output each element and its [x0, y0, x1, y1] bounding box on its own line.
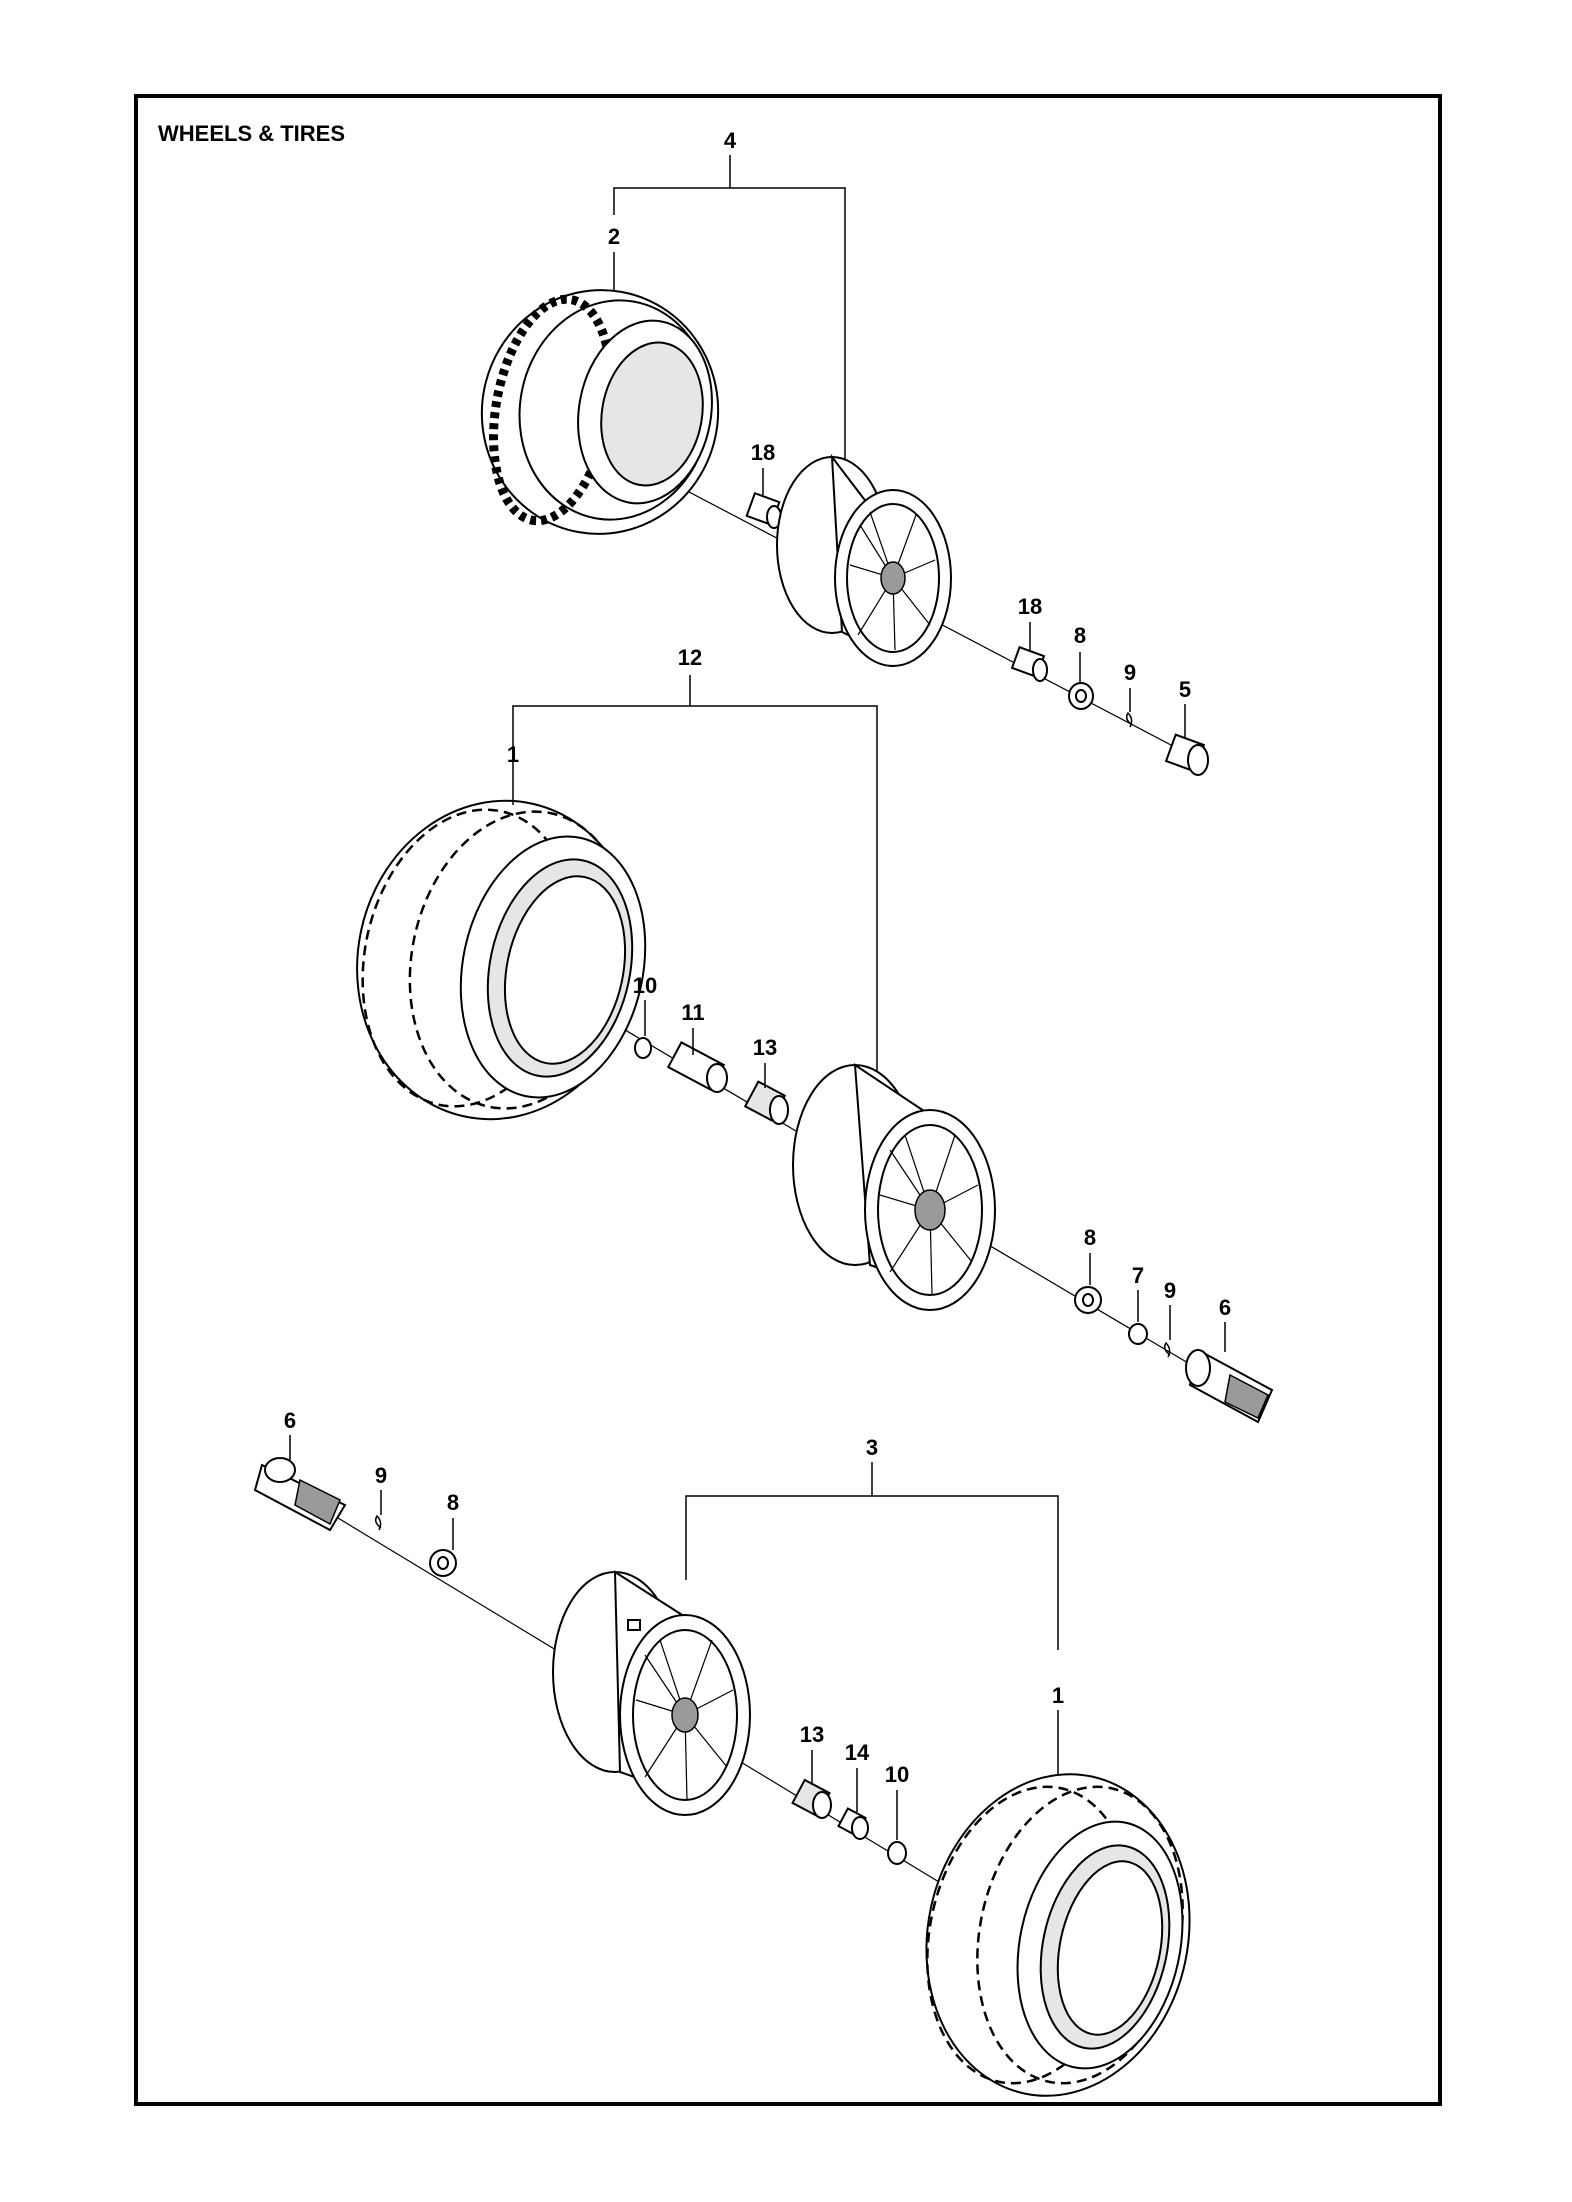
callout-12: 12 [678, 645, 702, 670]
callout-6-left: 6 [284, 1408, 296, 1433]
washer-10-lower [887, 1841, 907, 1865]
callout-7: 7 [1132, 1263, 1144, 1288]
bushing-18-lower [1010, 645, 1048, 682]
callout-9-middle: 9 [1164, 1278, 1176, 1303]
rim-top [776, 453, 952, 667]
callout-11: 11 [681, 1000, 704, 1025]
callout-8-top: 8 [1074, 623, 1086, 648]
bearing-13-upper [743, 1080, 789, 1125]
clip-9-middle [1163, 1341, 1171, 1358]
assembly-top [480, 155, 1209, 776]
spacer-14 [837, 1807, 869, 1840]
bearing-13-lower [791, 1778, 832, 1819]
cap-6-right [1185, 1348, 1274, 1424]
diagram-title: WHEELS & TIRES [158, 121, 345, 146]
tire-1-lower [925, 1773, 1191, 2097]
callout-10-upper: 10 [633, 973, 657, 998]
callout-5: 5 [1179, 677, 1191, 702]
callout-4: 4 [724, 128, 737, 153]
bracket-12 [512, 705, 878, 1080]
callout-9-bottom: 9 [375, 1463, 387, 1488]
callout-8-middle: 8 [1084, 1225, 1096, 1250]
clip-9-top [1125, 711, 1133, 728]
bracket-3 [685, 1495, 1059, 1650]
callout-2: 2 [608, 224, 620, 249]
callout-13-upper: 13 [753, 1035, 777, 1060]
rim-bottom [552, 1570, 751, 1816]
callout-10-lower: 10 [885, 1762, 909, 1787]
callout-8-bottom: 8 [447, 1490, 459, 1515]
diagram-frame [134, 94, 1442, 2106]
washer-7 [1128, 1323, 1148, 1345]
spacer-11 [666, 1041, 728, 1093]
tire-1-upper [356, 799, 647, 1121]
cap-5 [1164, 733, 1209, 776]
callout-18-lower: 18 [1018, 594, 1042, 619]
tire-2 [480, 289, 720, 535]
cap-6-left [253, 1457, 347, 1532]
callout-1-upper: 1 [507, 742, 519, 767]
washer-10-upper [634, 1037, 652, 1059]
callout-18-upper: 18 [751, 440, 775, 465]
rim-middle [792, 1063, 996, 1311]
assembly-middle [356, 675, 1274, 1424]
callout-9-top: 9 [1124, 660, 1136, 685]
callout-3: 3 [866, 1435, 878, 1460]
callouts: 4 2 18 18 8 9 5 12 1 10 11 13 8 7 9 6 6 … [284, 128, 1231, 1787]
callout-6-right: 6 [1219, 1295, 1231, 1320]
callout-1-lower: 1 [1052, 1683, 1064, 1708]
clip-9-bottom [374, 1514, 382, 1531]
assembly-bottom [253, 1435, 1191, 2097]
bushing-18-upper [745, 491, 782, 529]
callout-14: 14 [845, 1740, 870, 1765]
callout-13-lower: 13 [800, 1722, 824, 1747]
